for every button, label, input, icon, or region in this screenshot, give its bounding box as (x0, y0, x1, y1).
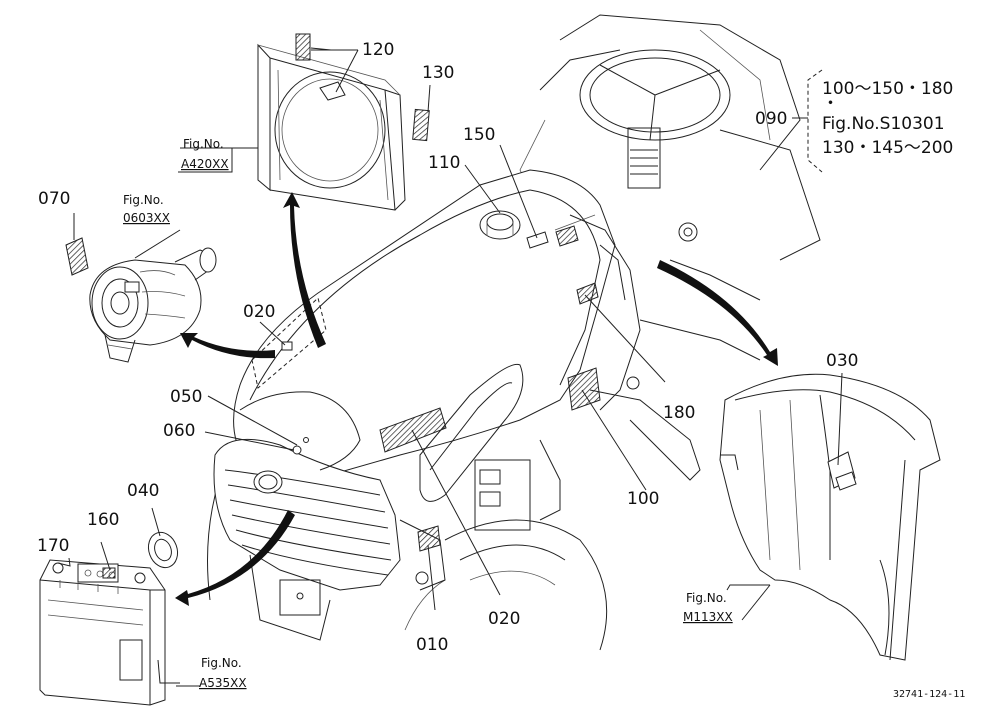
fan-shroud (257, 33, 430, 211)
callout-020-top: 020 (243, 302, 275, 322)
arrow-to-fender (657, 260, 778, 366)
arrow-to-battery (175, 510, 295, 606)
legend-block: 090 100〜150・180 ・ Fig.No.S10301 130・145〜… (755, 69, 953, 173)
callout-010: 010 (416, 635, 448, 655)
callout-020-bottom: 020 (488, 609, 520, 629)
callout-160: 160 (87, 510, 119, 530)
callout-labels: 120 130 150 110 070 020 050 060 040 160 … (37, 40, 858, 655)
assembly-arrows (175, 192, 778, 606)
leader-lines (57, 47, 843, 687)
battery (39, 559, 166, 706)
callout-120: 120 (362, 40, 394, 60)
callout-170: 170 (37, 536, 69, 556)
fig-ref-fan-shroud-prefix: Fig.No. (183, 137, 224, 151)
hood (213, 169, 641, 641)
fig-ref-fan-shroud-code: A420XX (181, 157, 229, 171)
legend-bullet: ・ (822, 94, 839, 114)
drawing-code: 32741-124-11 (893, 689, 965, 700)
fig-ref-battery-code: A535XX (199, 676, 247, 690)
arrow-to-fan-shroud (283, 192, 326, 348)
cap-ring (147, 531, 179, 569)
fig-ref-air-cleaner-prefix: Fig.No. (123, 193, 164, 207)
arrow-to-air-cleaner (180, 333, 275, 359)
legend-line-3: 130・145〜200 (822, 138, 953, 158)
legend-ref-090: 090 (755, 109, 787, 129)
fig-ref-battery-prefix: Fig.No. (201, 656, 242, 670)
fig-ref-fender-prefix: Fig.No. (686, 591, 727, 605)
fig-ref-fender-code: M113XX (683, 610, 733, 624)
callout-040: 040 (127, 481, 159, 501)
callout-030: 030 (826, 351, 858, 371)
legend-line-1: 100〜150・180 (822, 79, 953, 99)
fig-ref-air-cleaner-code: 0603XX (123, 211, 170, 225)
callout-060: 060 (163, 421, 195, 441)
callout-070: 070 (38, 189, 70, 209)
tractor-background (207, 14, 821, 651)
callout-150: 150 (463, 125, 495, 145)
legend-line-2: Fig.No.S10301 (822, 114, 945, 134)
decals (251, 225, 601, 552)
callout-100: 100 (627, 489, 659, 509)
callout-180: 180 (663, 403, 695, 423)
fender (719, 373, 941, 661)
figure-references: Fig.No. A420XX Fig.No. 0603XX Fig.No. M1… (123, 137, 733, 690)
callout-130: 130 (422, 63, 454, 83)
callout-110: 110 (428, 153, 460, 173)
callout-050: 050 (170, 387, 202, 407)
air-cleaner (65, 237, 217, 363)
